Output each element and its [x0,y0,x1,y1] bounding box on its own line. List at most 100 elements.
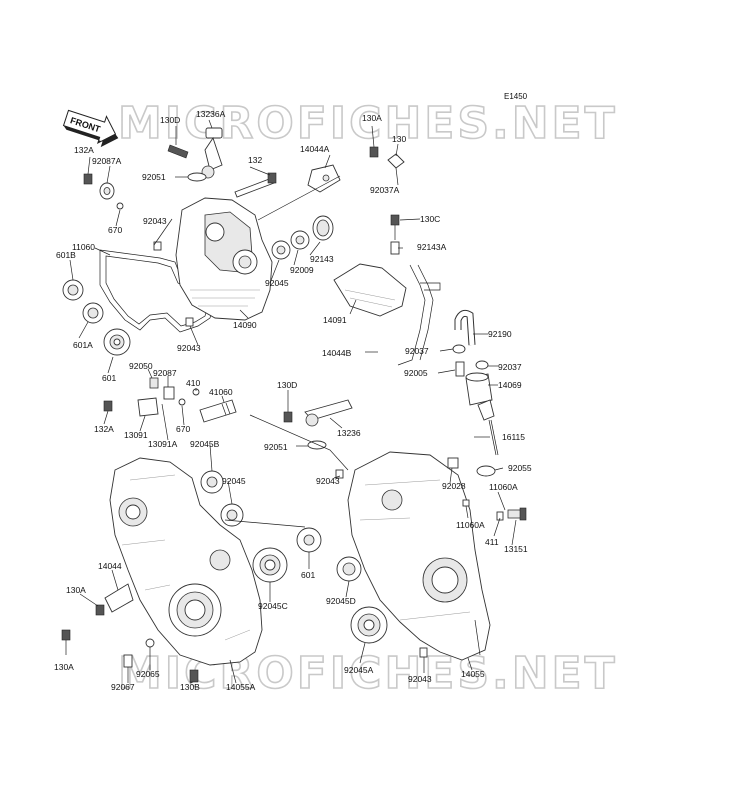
label-132A-mid: 132A [94,424,114,434]
label-92043-mid: 92043 [177,343,201,353]
dowel-92043-low [419,647,428,658]
label-670-mid: 670 [176,424,190,434]
label-92043-right: 92043 [316,476,340,486]
label-92143A: 92143A [417,242,447,252]
label-92045C: 92045C [258,601,288,611]
dipstick-16115 [477,399,499,456]
leader-lines [65,119,517,684]
label-92190: 92190 [488,329,512,339]
bolt-132 [234,172,277,198]
label-132: 132 [248,155,262,165]
label-14091: 14091 [323,315,347,325]
label-92065: 92065 [136,669,160,679]
bearing-92009 [290,230,310,250]
oring-92055 [476,465,496,477]
bracket-14044 [104,583,134,613]
label-410: 410 [186,378,200,388]
label-11060A-b: 11060A [456,520,485,530]
label-11060A-a: 11060A [489,482,518,492]
label-14044B: 14044B [322,348,352,358]
label-132A-top: 132A [74,145,94,155]
diagram-code: E1450 [504,92,528,101]
label-92045-mid: 92045 [222,476,246,486]
collar-92143A [390,241,400,255]
bolt-130D-top [167,144,189,159]
oring-670-top [116,202,124,210]
label-92045-top: 92045 [265,278,289,288]
label-14055A: 14055A [226,682,256,692]
label-92005: 92005 [404,368,428,378]
label-130A-top: 130A [362,113,382,123]
part-labels: 130D 13236A 130A 130 132A 92087A 92051 1… [54,109,532,692]
bolt-132A-mid [103,400,113,412]
shaft-41060 [199,399,237,423]
plug-92067 [123,654,133,668]
bearing-601A [82,302,104,324]
label-670-top: 670 [108,225,122,235]
label-130D-mid: 130D [277,380,297,390]
label-11060: 11060 [72,242,95,252]
bracket-14044B [397,264,441,366]
bearing-92045A [350,606,388,644]
clamp-92037A [387,153,405,169]
collar-92143 [312,215,334,241]
bearing-601 [103,328,131,356]
label-130D-top: 130D [160,115,180,125]
label-14069: 14069 [498,380,522,390]
bearing-92045-top [271,240,291,260]
cover-14091 [333,263,407,317]
label-601-top: 601 [102,373,116,383]
label-130A-low: 130A [54,662,74,672]
crankcase-14055A [109,457,263,666]
switch-92050 [149,377,159,389]
label-13236A: 13236A [196,109,226,119]
label-92050: 92050 [129,361,153,371]
plug-92087A [99,182,115,200]
label-130-top: 130 [392,134,406,144]
label-92143: 92143 [310,254,334,264]
dowel-92043-mid [185,317,194,327]
label-13091: 13091 [124,430,148,440]
label-92045B: 92045B [190,439,220,449]
switch-13151 [507,507,527,521]
plug-11060A [462,499,470,507]
crankcase-14055 [347,451,491,661]
seal-601-mid [296,527,322,553]
label-16115: 16115 [502,432,525,442]
bearing-92045B [200,470,224,494]
bracket-13091 [137,397,159,417]
watermark-top: MICROFICHES.NET [118,98,618,149]
label-130C: 130C [420,214,440,224]
label-601B: 601B [56,250,76,260]
label-92087: 92087 [153,368,177,378]
label-14090: 14090 [233,320,257,330]
label-92037-b: 92037 [498,362,522,372]
hose-92190 [454,309,476,346]
bolt-130D-mid [283,411,293,423]
bearing-92045D [336,556,362,582]
label-92045D: 92045D [326,596,356,606]
collar-92028 [447,457,459,469]
clamp-92037-a [452,344,466,354]
label-14055: 14055 [461,669,485,679]
fitting-92005 [455,361,465,377]
washer-411 [496,511,504,521]
dowel-92043-top [153,241,162,251]
cover-14090 [175,197,273,321]
label-601A: 601A [73,340,93,350]
label-14044A: 14044A [300,144,330,154]
label-130A-mid: 130A [66,585,86,595]
label-13236: 13236 [337,428,361,438]
bearing-92045-mid [220,503,244,527]
washer-92051-mid [307,440,327,450]
separator-14069 [465,372,493,406]
label-92055: 92055 [508,463,532,473]
label-92028: 92028 [442,481,466,491]
label-92087A: 92087A [92,156,122,166]
label-130B: 130B [180,682,200,692]
bracket-14044A [307,164,341,193]
label-92043-top: 92043 [143,216,167,226]
washer-92051-top [187,172,207,182]
seal-601B [62,279,84,301]
